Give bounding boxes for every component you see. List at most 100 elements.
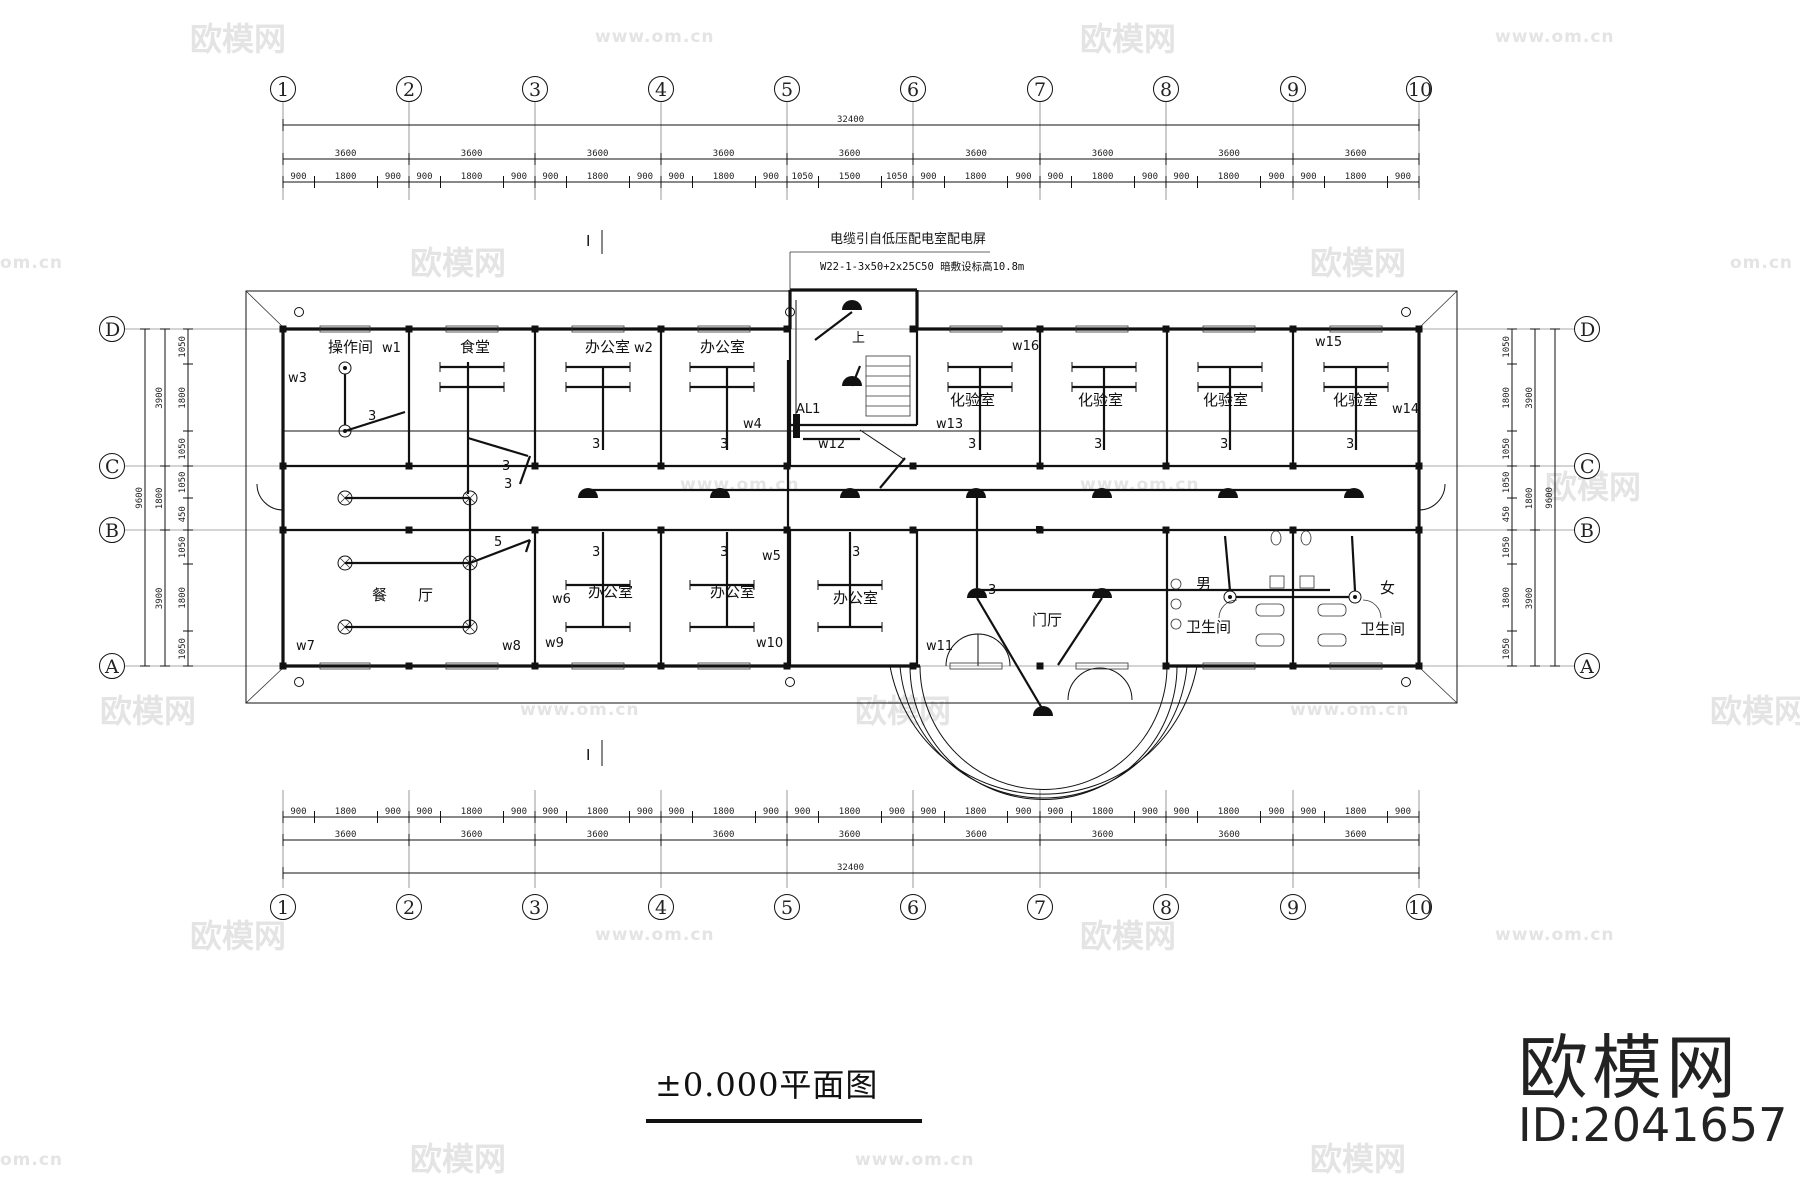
dimension-label: 1800 — [335, 807, 357, 817]
dimension-label: 900 — [385, 807, 401, 817]
axis-label: 9 — [1287, 897, 1299, 919]
room-dining: 餐 — [372, 586, 387, 604]
watermark-logo: 欧模网 — [1310, 244, 1406, 282]
dimension-label: 1800 — [839, 807, 861, 817]
dimension-label: 1050 — [1502, 638, 1512, 660]
dimension-label: 900 — [763, 807, 779, 817]
room-office-2: 办公室 — [700, 338, 745, 356]
room-male: 男 — [1196, 575, 1211, 593]
dimension-label: 900 — [290, 807, 306, 817]
cable-note-line1: 电缆引自低压配电室配电屏 — [830, 231, 986, 247]
watermark-logo: 欧模网 — [1710, 692, 1800, 730]
dimension-label: 3600 — [587, 830, 609, 840]
dimension-label: 900 — [1268, 172, 1284, 182]
watermark-url: www.om.cn — [1495, 925, 1615, 945]
axis-label: 3 — [529, 79, 541, 101]
room-washroom-1: 卫生间 — [1186, 618, 1231, 636]
watermark-url: www.om.cn — [1495, 27, 1615, 47]
axis-label: 1 — [277, 897, 289, 919]
wire-count-label: 3 — [988, 583, 996, 598]
axis-label: 8 — [1160, 79, 1172, 101]
dimension-label: 900 — [920, 172, 936, 182]
axis-label: 2 — [403, 897, 415, 919]
dimension-label: 900 — [1142, 172, 1158, 182]
dimension-label: 900 — [920, 807, 936, 817]
dimension-label: 1050 — [1502, 472, 1512, 494]
room-washroom-2: 卫生间 — [1360, 620, 1405, 638]
dimension-label: 3600 — [461, 830, 483, 840]
watermark-url: www.om.cn — [855, 1150, 975, 1170]
dimension-label: 1800 — [1092, 172, 1114, 182]
dimension-label: 9600 — [1545, 487, 1555, 509]
dimension-label: 900 — [416, 172, 432, 182]
dimension-label: 900 — [511, 807, 527, 817]
dimension-label: 1800 — [1502, 587, 1512, 609]
dimension-label: 3900 — [1525, 387, 1535, 409]
watermark-url: om.cn — [0, 1150, 63, 1170]
dimension-label: 900 — [290, 172, 306, 182]
axis-label: D — [1580, 319, 1595, 341]
dimension-label: 3900 — [155, 387, 165, 409]
room-office-3: 办公室 — [588, 583, 633, 601]
watermark-logo: 欧模网 — [1080, 20, 1176, 58]
watermark-logo: 欧模网 — [1310, 1140, 1406, 1178]
wire-count-label: 3 — [1220, 437, 1228, 452]
watermark-url: www.om.cn — [595, 925, 715, 945]
axis-label: 7 — [1034, 79, 1046, 101]
circuit-label: w13 — [936, 417, 963, 432]
dimension-label: 3600 — [713, 149, 735, 159]
dimension-label: 900 — [416, 807, 432, 817]
dimension-label: 1050 — [1502, 438, 1512, 460]
dimension-label: 3900 — [155, 588, 165, 610]
dimension-label: 900 — [542, 172, 558, 182]
room-lab-4: 化验室 — [1333, 391, 1378, 409]
watermark-url: om.cn — [1730, 253, 1793, 273]
dimension-label: 1500 — [839, 172, 861, 182]
axis-label: A — [104, 656, 119, 678]
dimension-label: 1800 — [1345, 172, 1367, 182]
section-mark-top: I — [586, 232, 590, 250]
axis-label: 9 — [1287, 79, 1299, 101]
dimension-label: 900 — [1395, 172, 1411, 182]
dimension-label: 1050 — [178, 472, 188, 494]
axis-label: D — [105, 319, 120, 341]
dimension-label: 900 — [385, 172, 401, 182]
watermark-logo: 欧模网 — [1080, 917, 1176, 955]
room-canteen: 食堂 — [460, 338, 490, 356]
axis-label: C — [105, 456, 120, 478]
circuit-label: w1 — [382, 341, 401, 356]
dimension-label: 1800 — [1218, 172, 1240, 182]
dimension-label: 900 — [1300, 807, 1316, 817]
dimension-label: 900 — [1015, 807, 1031, 817]
dimension-label: 900 — [1268, 807, 1284, 817]
circuit-label: w10 — [756, 636, 783, 651]
dimension-label: 1800 — [965, 172, 987, 182]
dimension-label: 900 — [794, 807, 810, 817]
dimension-label: 900 — [668, 807, 684, 817]
dimension-label: 900 — [763, 172, 779, 182]
room-dining-2: 厅 — [418, 586, 433, 604]
room-operation: 操作间 — [328, 338, 373, 356]
dimension-label: 3600 — [965, 149, 987, 159]
labels: 电缆引自低压配电室配电屏 W22-1-3x50+2x25C50 暗敷设标高10.… — [288, 230, 1419, 766]
dimension-label: 3600 — [965, 830, 987, 840]
panel-label: AL1 — [796, 402, 820, 417]
watermark-logo: 欧模网 — [855, 692, 951, 730]
dimension-label: 3600 — [713, 830, 735, 840]
dimension-label: 1800 — [178, 587, 188, 609]
room-office-1: 办公室 — [585, 338, 630, 356]
axis-label: A — [1579, 656, 1594, 678]
room-office-5: 办公室 — [833, 589, 878, 607]
axis-label: 1 — [277, 79, 289, 101]
dimension-label: 1050 — [792, 172, 814, 182]
dimension-label: 9600 — [135, 487, 145, 509]
watermark-url: www.om.cn — [1290, 700, 1410, 720]
dimension-label: 3600 — [461, 149, 483, 159]
dimension-label: 900 — [1300, 172, 1316, 182]
room-female: 女 — [1380, 579, 1395, 597]
dimension-label: 1050 — [178, 336, 188, 358]
dimension-label: 900 — [1047, 172, 1063, 182]
wire-count-label: 3 — [502, 459, 510, 474]
wire-count-label: 3 — [852, 545, 860, 560]
